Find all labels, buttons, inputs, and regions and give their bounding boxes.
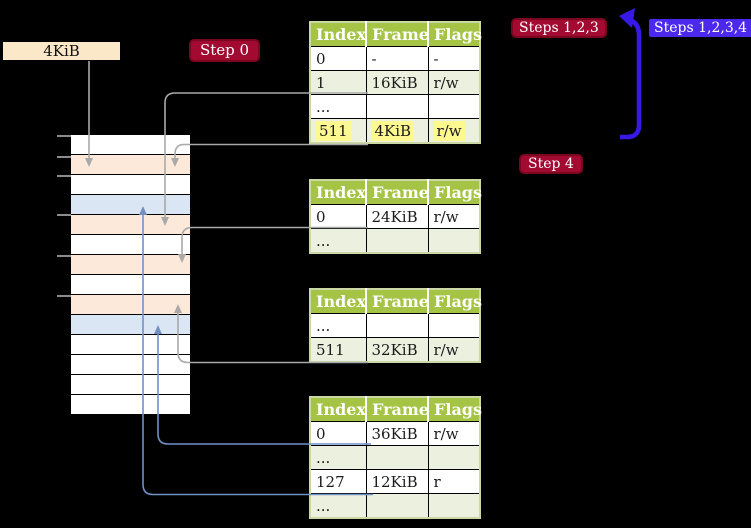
highlight-mark: 511 [316, 120, 351, 141]
table-cell: r/w [427, 118, 481, 144]
badge-step4: Step 4 [519, 154, 583, 174]
table-cell: r/w [427, 337, 481, 363]
table-row: 0 36KiB r/w [309, 421, 481, 446]
table-cell: 127 [309, 469, 367, 494]
address-tick [57, 135, 71, 137]
table-row: ... [309, 493, 481, 519]
memory-row-free [71, 355, 190, 375]
table-cell: ... [309, 94, 367, 119]
table-row: 511 32KiB r/w [309, 337, 481, 363]
memory-row-page [71, 315, 190, 335]
column-header-flags: Flags [428, 180, 482, 205]
memory-row-free [71, 335, 190, 355]
table-row: 0 - - [309, 46, 481, 71]
table-cell: 0 [309, 421, 367, 446]
memory-row-free [71, 275, 190, 295]
table-cell: r/w [427, 204, 481, 229]
address-tick [57, 255, 71, 257]
table-row: ... [309, 445, 481, 470]
table-cell [365, 313, 429, 338]
table-cell [365, 445, 429, 470]
memory-row-page [71, 195, 190, 215]
table-cell: 0 [309, 46, 367, 71]
highlight-mark: 4KiB [371, 120, 415, 141]
badge-steps-1-2-3-4: Steps 1,2,3,4 [649, 19, 751, 37]
badge-step0: Step 0 [189, 39, 261, 62]
frame-size-label: 4KiB [3, 42, 120, 60]
column-header-frame: Frame [366, 397, 429, 422]
table-row-highlighted: 511 4KiB r/w [309, 118, 481, 144]
column-header-index: Index [310, 180, 367, 205]
table-header-row: Index Frame Flags [310, 180, 482, 205]
table-cell: ... [309, 228, 367, 254]
address-tick [57, 156, 71, 158]
table-row: 127 12KiB r [309, 469, 481, 494]
memory-row-table [71, 255, 190, 275]
table-row: ... [309, 313, 481, 338]
column-header-index: Index [310, 289, 367, 314]
table-cell: 0 [309, 204, 367, 229]
table-row: ... [309, 228, 481, 254]
table-cell: r [427, 469, 481, 494]
memory-row-free [71, 395, 190, 415]
table-cell: ... [309, 445, 367, 470]
table-cell: 511 [309, 337, 367, 363]
table-cell: - [427, 46, 481, 71]
column-header-index: Index [310, 22, 367, 47]
memory-row-free [71, 375, 190, 395]
badge-steps-1-2-3: Steps 1,2,3 [511, 18, 607, 38]
page-table-1: Index Frame Flags 0 - - 1 16KiB r/w ... … [309, 21, 482, 144]
address-tick [57, 214, 71, 216]
arrow-table1-entry511-to-4kib-frame [171, 143, 368, 167]
page-table-3: Index Frame Flags ... 511 32KiB r/w [309, 288, 482, 363]
table-header-row: Index Frame Flags [310, 289, 482, 314]
memory-row-table [71, 215, 190, 235]
table-cell: ... [309, 493, 367, 519]
big-loop-arrow-steps-1-2-3-4 [619, 8, 642, 140]
column-header-frame: Frame [366, 22, 429, 47]
table-cell [427, 228, 481, 254]
table-cell: 16KiB [365, 70, 429, 95]
table-cell: 36KiB [365, 421, 429, 446]
memory-row-free [71, 135, 190, 155]
address-tick [57, 175, 71, 177]
table-cell: 511 [309, 118, 367, 144]
column-header-index: Index [310, 397, 367, 422]
memory-row-table [71, 155, 190, 175]
table-header-row: Index Frame Flags [310, 22, 482, 47]
table-cell: ... [309, 313, 367, 338]
column-header-flags: Flags [428, 397, 482, 422]
table-cell: - [365, 46, 429, 71]
highlight-mark: r/w [433, 120, 465, 141]
memory-row-free [71, 175, 190, 195]
table-cell: 32KiB [365, 337, 429, 363]
column-header-flags: Flags [428, 22, 482, 47]
table-row: 0 24KiB r/w [309, 204, 481, 229]
page-table-2: Index Frame Flags 0 24KiB r/w ... [309, 179, 482, 254]
memory-row-table [71, 295, 190, 315]
page-table-4: Index Frame Flags 0 36KiB r/w ... 127 12… [309, 396, 482, 519]
table-cell: r/w [427, 421, 481, 446]
table-cell [427, 94, 481, 119]
table-cell: 4KiB [365, 118, 429, 144]
memory-row-free [71, 235, 190, 255]
table-cell [427, 493, 481, 519]
table-cell: r/w [427, 70, 481, 95]
physical-memory-column [71, 135, 190, 415]
table-cell: 1 [309, 70, 367, 95]
table-row: ... [309, 94, 481, 119]
table-cell [365, 94, 429, 119]
table-cell: 12KiB [365, 469, 429, 494]
table-header-row: Index Frame Flags [310, 397, 482, 422]
table-cell [427, 313, 481, 338]
table-cell [427, 445, 481, 470]
table-row: 1 16KiB r/w [309, 70, 481, 95]
address-tick [57, 295, 71, 297]
column-header-flags: Flags [428, 289, 482, 314]
column-header-frame: Frame [366, 180, 429, 205]
table-cell [365, 493, 429, 519]
table-cell: 24KiB [365, 204, 429, 229]
column-header-frame: Frame [366, 289, 429, 314]
table-cell [365, 228, 429, 254]
